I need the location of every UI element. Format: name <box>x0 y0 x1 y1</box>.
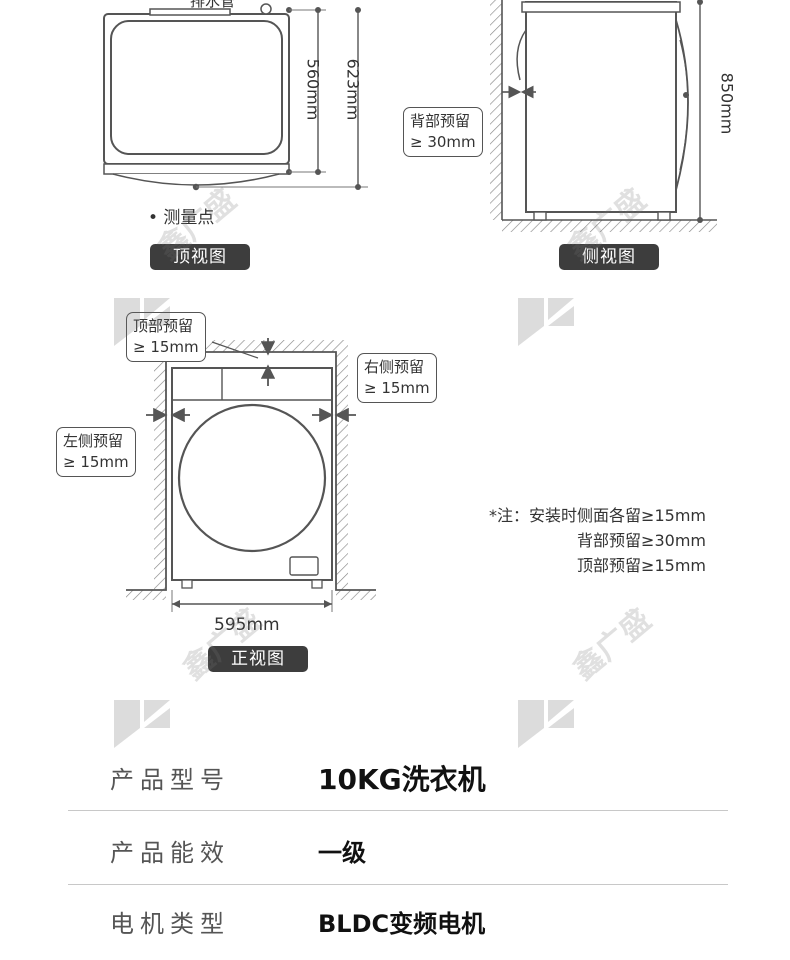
left-clearance-callout: 左侧预留 ≥ 15mm <box>56 427 136 477</box>
note-line: *注：安装时侧面各留≥15mm <box>489 506 706 525</box>
note-line: 顶部预留≥15mm <box>577 556 706 575</box>
spec-value: 一级 <box>318 839 366 867</box>
watermark-logo-icon <box>114 700 170 760</box>
left-clearance-value: ≥ 15mm <box>63 453 129 471</box>
watermark-logo-icon <box>518 700 574 760</box>
dim-560-label: 560mm <box>303 58 323 121</box>
back-clearance-value: ≥ 30mm <box>410 133 476 151</box>
right-clearance-callout: 右侧预留 ≥ 15mm <box>357 353 437 403</box>
dim-623-label: 623mm <box>343 58 363 121</box>
top-view <box>103 3 368 191</box>
right-clearance-value: ≥ 15mm <box>364 379 430 397</box>
top-clearance-value: ≥ 15mm <box>133 338 199 356</box>
spec-label: 产品型号 <box>110 766 230 794</box>
back-clearance-callout: 背部预留 ≥ 30mm <box>403 107 483 157</box>
side-view <box>490 0 717 232</box>
drain-pipe-icon <box>260 3 272 15</box>
dim-595-label: 595mm <box>214 615 280 635</box>
top-view-badge: 顶视图 <box>150 244 250 270</box>
right-clearance-title: 右侧预留 <box>364 358 425 376</box>
front-view <box>126 338 376 612</box>
left-clearance-title: 左侧预留 <box>63 432 124 450</box>
installation-notes: *注：安装时侧面各留≥15mm 背部预留≥30mm 顶部预留≥15mm <box>440 503 706 578</box>
spec-label: 电机类型 <box>110 910 230 938</box>
back-clearance-title: 背部预留 <box>410 112 471 130</box>
diagram-drawing <box>103 0 717 612</box>
side-view-badge: 侧视图 <box>559 244 659 270</box>
washer-door <box>177 403 327 553</box>
top-clearance-title: 顶部预留 <box>133 316 199 337</box>
spec-value: BLDC变频电机 <box>318 910 486 938</box>
measure-point-label: • 测量点 <box>148 208 215 228</box>
drain-pipe-label: 排水管 <box>190 0 236 10</box>
side-view-body <box>525 1 677 213</box>
spec-label: 产品能效 <box>110 839 230 867</box>
top-view-lid <box>110 20 283 155</box>
top-view-door <box>112 173 280 186</box>
spec-row-motor: 电机类型 BLDC变频电机 <box>68 888 728 960</box>
watermark-logo-icon <box>114 298 170 358</box>
spec-value: 10KG洗衣机 <box>318 763 486 796</box>
dim-850-label: 850mm <box>717 72 737 135</box>
installation-diagram: 排水管 560mm 623mm • 测量点 顶视图 背部预留 ≥ 30mm 85… <box>56 0 737 760</box>
spec-row-model: 产品型号 10KG洗衣机 <box>68 744 728 816</box>
note-line: 背部预留≥30mm <box>577 531 706 550</box>
top-clearance-callout: 顶部预留 ≥ 15mm <box>126 312 206 362</box>
spec-row-efficiency: 产品能效 一级 <box>68 817 728 889</box>
watermark-logo-icon <box>518 298 574 358</box>
front-view-badge: 正视图 <box>208 646 308 672</box>
spec-divider <box>68 884 728 885</box>
spec-divider <box>68 810 728 811</box>
